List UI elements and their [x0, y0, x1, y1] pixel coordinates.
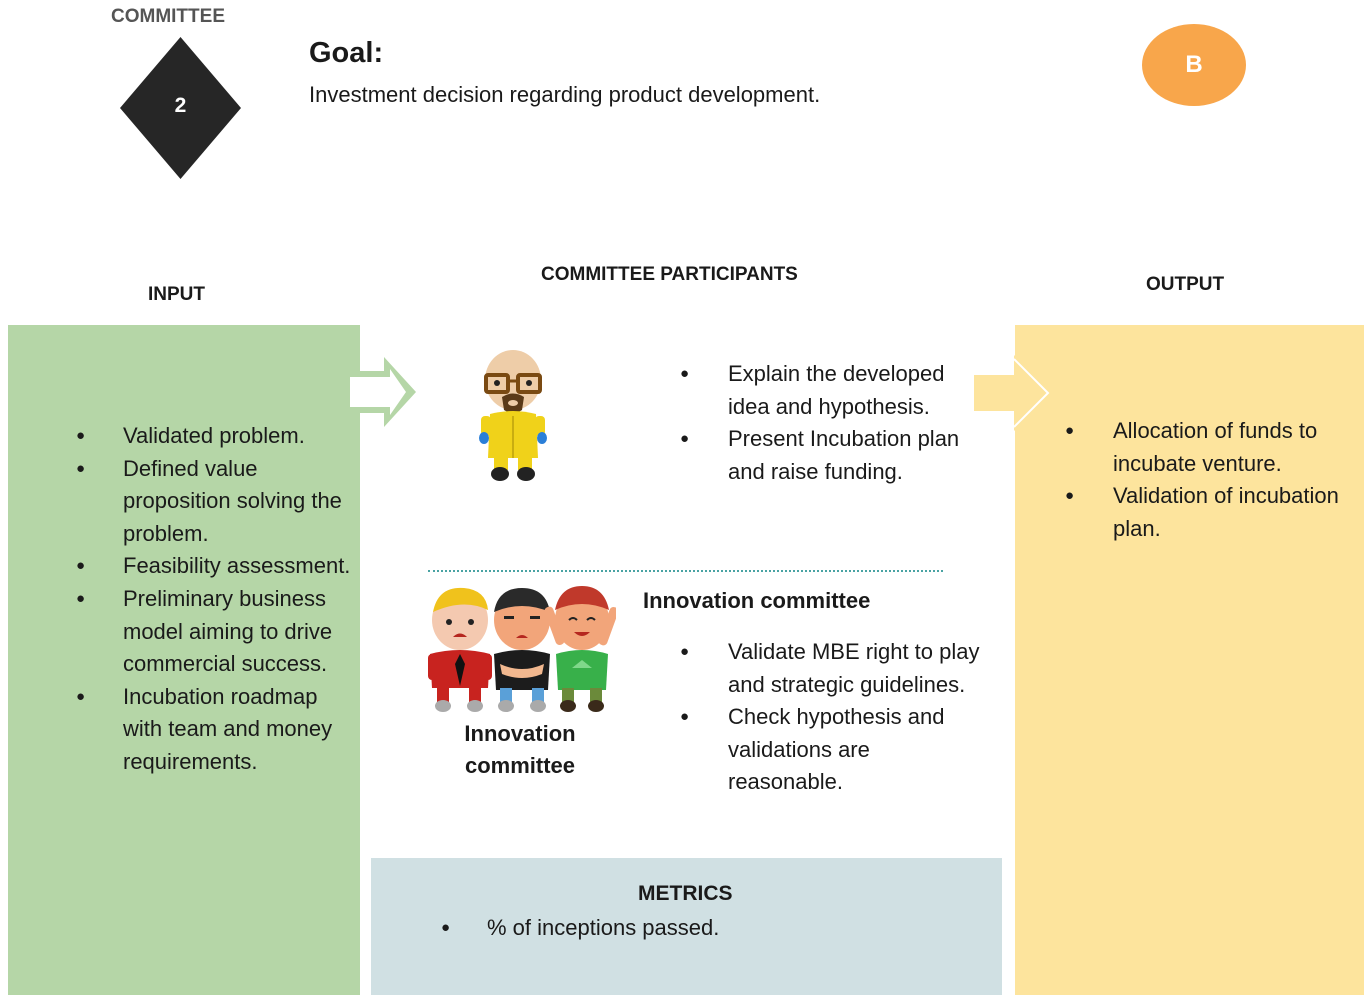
output-item: Validation of incubation plan.: [1065, 480, 1360, 545]
stage-badge: B: [1142, 24, 1246, 106]
input-item: Preliminary business model aiming to dri…: [76, 583, 356, 681]
input-item: Validated problem.: [76, 420, 356, 453]
output-item: Allocation of funds to incubate venture.: [1065, 415, 1360, 480]
founder-list: Explain the developed idea and hypothesi…: [680, 358, 980, 488]
participants-heading: COMMITTEE PARTICIPANTS: [541, 264, 798, 285]
goal-title: Goal:: [309, 37, 384, 69]
founder-item: Explain the developed idea and hypothesi…: [680, 358, 980, 423]
stage-badge-letter: B: [1185, 51, 1203, 78]
committee-diamond-icon: [120, 37, 241, 179]
input-heading: INPUT: [148, 284, 205, 305]
committee-item: Check hypothesis and validations are rea…: [680, 701, 980, 799]
committee-caption: Innovation committee: [464, 721, 576, 778]
founder-character-icon: [479, 350, 547, 481]
founder-item: Present Incubation plan and raise fundin…: [680, 423, 980, 488]
metrics-list: % of inceptions passed.: [441, 912, 941, 945]
dotted-separator: [428, 570, 943, 572]
output-list: Allocation of funds to incubate venture.…: [1065, 415, 1360, 545]
output-arrow-icon: [974, 355, 1052, 431]
goal-text: Investment decision regarding product de…: [309, 82, 821, 107]
committee-group-icon: [428, 586, 616, 712]
metrics-item: % of inceptions passed.: [441, 912, 941, 945]
input-item: Feasibility assessment.: [76, 550, 356, 583]
input-list: Validated problem. Defined value proposi…: [76, 420, 356, 779]
input-item: Incubation roadmap with team and money r…: [76, 681, 356, 779]
committee-item: Validate MBE right to play and strategic…: [680, 636, 980, 701]
output-heading: OUTPUT: [1146, 274, 1225, 295]
committee-label: COMMITTEE: [111, 6, 225, 27]
input-arrow-icon: [344, 357, 416, 427]
committee-number: 2: [174, 94, 187, 117]
metrics-title: METRICS: [638, 882, 733, 905]
committee-title: Innovation committee: [643, 588, 871, 613]
committee-list: Validate MBE right to play and strategic…: [680, 636, 980, 799]
input-item: Defined value proposition solving the pr…: [76, 453, 356, 551]
